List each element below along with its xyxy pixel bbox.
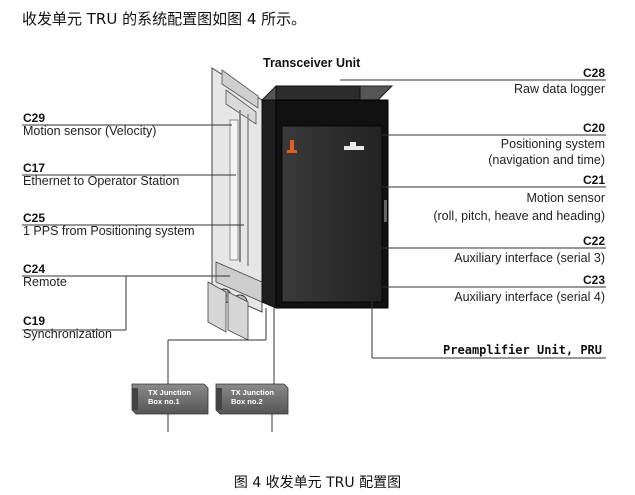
- connector-description: Motion sensor: [526, 191, 605, 205]
- junction-box-label-line1: TX Junction: [231, 388, 274, 397]
- cabinet-front-panel: [281, 125, 383, 303]
- junction-box-label-line2: Box no.2: [231, 397, 263, 406]
- left-labels: C29 Motion sensor (Velocity) C17 Etherne…: [23, 111, 195, 341]
- connector-code: C28: [583, 66, 605, 80]
- junction-box-label-line2: Box no.1: [148, 397, 180, 406]
- figure-caption: 图 4 收发单元 TRU 配置图: [233, 475, 402, 491]
- connector-description: Auxiliary interface (serial 3): [454, 251, 605, 265]
- connector-code: C20: [583, 121, 605, 135]
- side-rack: [207, 67, 263, 341]
- connector-description: Raw data logger: [514, 82, 605, 96]
- transceiver-unit-cabinet: [260, 85, 394, 309]
- connector-code: C25: [23, 211, 45, 225]
- tx-junction-box-1: TX Junction Box no.1: [131, 383, 209, 415]
- connector-code: C21: [583, 173, 605, 187]
- right-leader-lines: [340, 79, 606, 359]
- connector-description-line2: (navigation and time): [488, 153, 605, 167]
- unit-title: Transceiver Unit: [263, 56, 361, 70]
- connector-code: C17: [23, 161, 45, 175]
- tx-junction-box-2: TX Junction Box no.2: [215, 383, 289, 415]
- status-led-icon: [290, 140, 294, 150]
- left-leader-lines: [22, 124, 244, 331]
- connector-description: Auxiliary interface (serial 4): [454, 290, 605, 304]
- connector-description: Motion sensor (Velocity): [23, 124, 156, 138]
- connector-description: 1 PPS from Positioning system: [23, 224, 195, 238]
- intro-text: 收发单元 TRU 的系统配置图如图 4 所示。: [22, 10, 307, 28]
- connector-code: C29: [23, 111, 45, 125]
- logo-mark: [344, 146, 364, 150]
- connector-description: Synchronization: [23, 327, 112, 341]
- connector-description: Remote: [23, 275, 67, 289]
- connector-code: C19: [23, 314, 45, 328]
- connector-code: C23: [583, 273, 605, 287]
- connector-description: Ethernet to Operator Station: [23, 174, 179, 188]
- connector-description-line2: (roll, pitch, heave and heading): [433, 209, 605, 223]
- junction-box-cables: [167, 308, 275, 432]
- right-labels: C28 Raw data logger C20 Positioning syst…: [433, 66, 605, 357]
- connector-code: C22: [583, 234, 605, 248]
- connector-description: Positioning system: [501, 137, 605, 151]
- pru-label: Preamplifier Unit, PRU: [443, 343, 602, 357]
- connector-code: C24: [23, 262, 45, 276]
- junction-box-label-line1: TX Junction: [148, 388, 191, 397]
